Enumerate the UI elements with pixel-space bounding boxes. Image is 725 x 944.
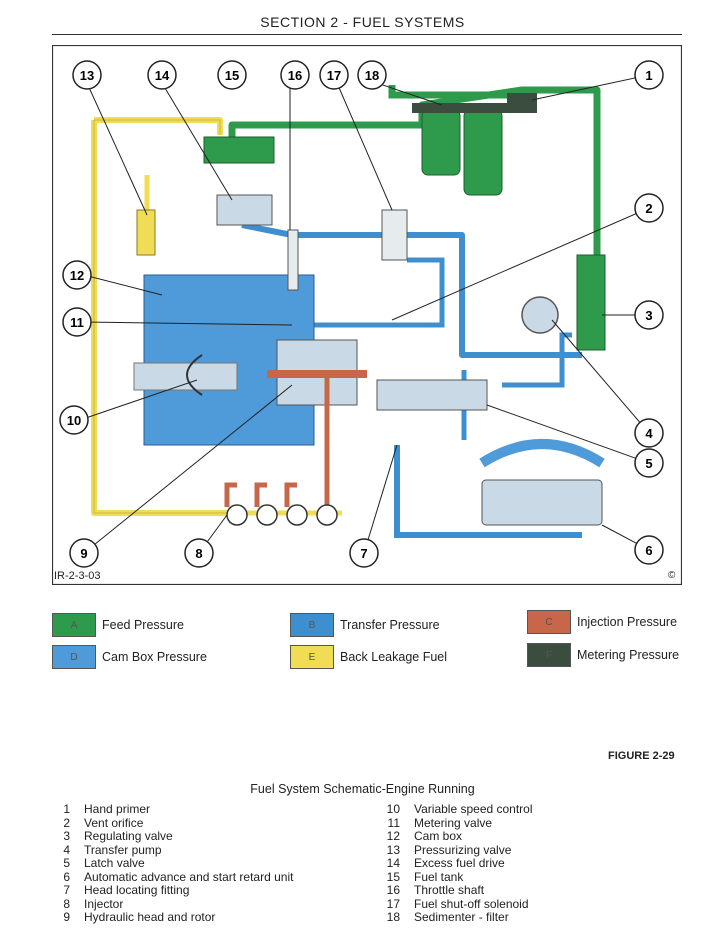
legend-swatch-f: F xyxy=(527,643,571,667)
figure-caption: Fuel System Schematic-Engine Running xyxy=(250,782,475,796)
callout-10: 10 xyxy=(59,405,89,435)
callout-2: 2 xyxy=(634,193,664,223)
callouts: 13 14 15 16 17 18 1 2 3 4 5 6 7 8 9 10 1… xyxy=(59,60,664,568)
callout-17: 17 xyxy=(319,60,349,90)
callout-4: 4 xyxy=(634,418,664,448)
legend-injection: C Injection Pressure xyxy=(527,610,677,634)
legend-leakage: E Back Leakage Fuel xyxy=(290,645,447,669)
svg-text:17: 17 xyxy=(327,68,341,83)
legend-cambox: D Cam Box Pressure xyxy=(52,645,207,669)
transfer-line-bottom xyxy=(394,445,582,538)
svg-text:15: 15 xyxy=(225,68,239,83)
svg-text:1: 1 xyxy=(645,68,652,83)
svg-text:3: 3 xyxy=(645,308,652,323)
svg-text:4: 4 xyxy=(645,426,653,441)
transfer-line-top xyxy=(241,222,582,358)
fuel-tank xyxy=(203,136,275,164)
transfer-pump xyxy=(521,296,559,334)
svg-text:12: 12 xyxy=(70,268,84,283)
regulating-valve-body xyxy=(576,254,606,351)
figure-number: FIGURE 2-29 xyxy=(608,750,675,762)
fuel-system-diagram: 13 14 15 16 17 18 1 2 3 4 5 6 7 8 9 10 1… xyxy=(52,45,682,585)
injectors xyxy=(226,504,338,526)
svg-text:5: 5 xyxy=(645,456,652,471)
excess-fuel-drive xyxy=(216,194,273,226)
legend-transfer: B Transfer Pressure xyxy=(290,613,440,637)
legend-swatch-e: E xyxy=(290,645,334,669)
advance-unit xyxy=(481,479,603,526)
latch-valve xyxy=(376,379,488,411)
header-rule xyxy=(52,34,682,35)
callout-13: 13 xyxy=(72,60,102,90)
callout-6: 6 xyxy=(634,535,664,565)
svg-text:18: 18 xyxy=(365,68,379,83)
transfer-line-mid xyxy=(312,257,445,328)
callout-3: 3 xyxy=(634,300,664,330)
callout-15: 15 xyxy=(217,60,247,90)
svg-text:13: 13 xyxy=(80,68,94,83)
svg-text:16: 16 xyxy=(288,68,302,83)
transfer-line-right xyxy=(502,332,572,388)
throttle-shaft xyxy=(287,229,299,291)
svg-text:8: 8 xyxy=(195,546,202,561)
corner-mark: © xyxy=(668,570,676,581)
shutoff-solenoid xyxy=(381,209,408,261)
svg-text:2: 2 xyxy=(645,201,652,216)
legend-swatch-c: C xyxy=(527,610,571,634)
legend-swatch-a: A xyxy=(52,613,96,637)
figure-code: IR-2-3-03 xyxy=(54,570,101,582)
callout-11: 11 xyxy=(62,307,92,337)
svg-text:6: 6 xyxy=(645,543,652,558)
pressurizing-valve xyxy=(136,209,156,256)
callout-9: 9 xyxy=(69,538,99,568)
svg-text:10: 10 xyxy=(67,413,81,428)
svg-text:11: 11 xyxy=(70,315,84,330)
sedimenter-filter xyxy=(412,103,512,196)
callout-5: 5 xyxy=(634,448,664,478)
callout-1: 1 xyxy=(634,60,664,90)
callout-12: 12 xyxy=(62,260,92,290)
legend-swatch-d: D xyxy=(52,645,96,669)
callout-8: 8 xyxy=(184,538,214,568)
svg-text:9: 9 xyxy=(80,546,87,561)
hand-primer xyxy=(507,93,537,113)
legend-metering: F Metering Pressure xyxy=(527,643,679,667)
section-header: SECTION 2 - FUEL SYSTEMS xyxy=(260,14,465,30)
legend-feed: A Feed Pressure xyxy=(52,613,184,637)
legend-swatch-b: B xyxy=(290,613,334,637)
callout-16: 16 xyxy=(280,60,310,90)
svg-text:14: 14 xyxy=(155,68,170,83)
callout-18: 18 xyxy=(357,60,387,90)
callout-14: 14 xyxy=(147,60,177,90)
svg-text:7: 7 xyxy=(360,546,367,561)
callout-7: 7 xyxy=(349,538,379,568)
